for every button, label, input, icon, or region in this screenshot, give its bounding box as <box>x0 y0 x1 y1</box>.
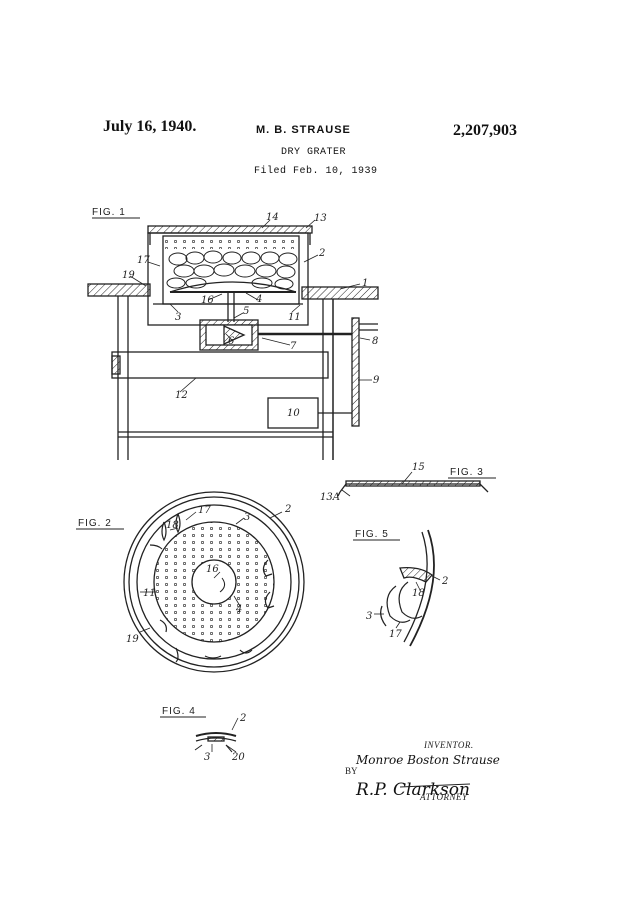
ref-7: 7 <box>290 341 297 352</box>
ref-19-fig2: 19 <box>126 634 139 645</box>
ref-11-fig1: 11 <box>288 312 301 323</box>
ref-13: 13 <box>314 213 327 224</box>
ref-4-fig2: 4 <box>235 604 242 615</box>
ref-17-fig5: 17 <box>389 629 402 640</box>
reference-numerals: 14 13 2 1 17 19 3 16 4 5 6 11 7 8 9 10 1… <box>122 212 448 763</box>
ref-3-fig5: 3 <box>366 611 372 622</box>
belt-drive <box>351 317 360 427</box>
inventor-name: M. B. STRAUSE <box>256 124 351 136</box>
fig2-label: FIG. 2 <box>78 518 112 529</box>
table-top-left <box>87 283 151 297</box>
ref-8: 8 <box>372 336 378 347</box>
inventor-label: INVENTOR. <box>423 740 474 750</box>
figure-4: FIG. 4 <box>160 706 237 753</box>
fig3-label: FIG. 3 <box>450 467 484 478</box>
ref-18-fig2: 18 <box>166 520 179 531</box>
ref-2-fig4: 2 <box>239 713 246 724</box>
table-top-right <box>301 286 379 300</box>
ref-17-fig2: 17 <box>198 505 211 516</box>
ref-12: 12 <box>175 390 188 401</box>
attorney-label: ATTORNEY <box>419 792 468 802</box>
by-label: BY <box>345 766 358 776</box>
spring-clips <box>149 513 275 663</box>
ref-17-fig1: 17 <box>137 255 150 266</box>
inventor-signature: Monroe Boston Strause <box>355 753 500 767</box>
hub <box>191 559 237 605</box>
figure-3: FIG. 3 <box>337 467 496 497</box>
ref-1: 1 <box>362 278 368 289</box>
figure-2: FIG. 2 <box>76 491 305 673</box>
figure-1: FIG. 1 <box>87 207 379 460</box>
ref-9: 9 <box>373 375 380 386</box>
cross-member <box>111 351 329 379</box>
ref-18-fig5: 18 <box>412 588 425 599</box>
ref-16-fig2: 16 <box>206 564 219 575</box>
ref-6: 6 <box>228 336 235 347</box>
ref-3-fig4: 3 <box>204 752 210 763</box>
ref-3-fig2: 3 <box>244 512 250 523</box>
ref-10: 10 <box>287 408 300 419</box>
figure-5: FIG. 5 <box>353 529 435 647</box>
ref-13a: 13A <box>320 492 340 503</box>
fig1-label: FIG. 1 <box>92 207 126 218</box>
ref-2-fig2: 2 <box>284 504 291 515</box>
ref-16-fig1: 16 <box>201 295 214 306</box>
ref-15: 15 <box>412 462 425 473</box>
invention-title: DRY GRATER <box>281 147 347 158</box>
potatoes <box>166 250 298 290</box>
ref-2-fig5: 2 <box>441 576 448 587</box>
ref-20: 20 <box>231 752 245 763</box>
leader-lines <box>129 219 441 753</box>
ref-2-fig1: 2 <box>318 248 325 259</box>
signature-block: INVENTOR. Monroe Boston Strause BY R.P. … <box>345 740 500 802</box>
ref-19-fig1: 19 <box>122 270 135 281</box>
ref-4-fig1: 4 <box>255 294 262 305</box>
filing-date: Filed Feb. 10, 1939 <box>254 166 378 177</box>
fig5-label: FIG. 5 <box>355 529 389 540</box>
ref-11-fig2: 11 <box>143 588 156 599</box>
fig4-label: FIG. 4 <box>162 706 196 717</box>
ref-3-fig1: 3 <box>175 312 181 323</box>
ref-5: 5 <box>243 306 249 317</box>
patent-date: July 16, 1940. <box>103 118 197 135</box>
patent-number: 2,207,903 <box>453 122 517 139</box>
lid <box>147 225 313 234</box>
outer-rim <box>123 491 305 673</box>
ref-14: 14 <box>266 212 279 223</box>
